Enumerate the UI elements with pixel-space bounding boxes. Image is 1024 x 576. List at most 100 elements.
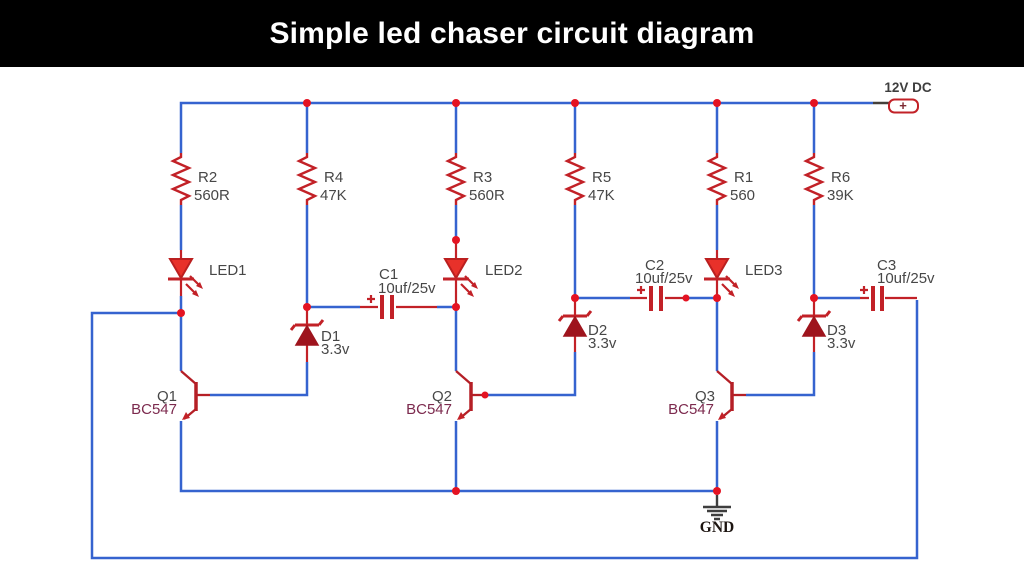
led-triangle-icon — [443, 258, 469, 280]
capacitor-plates-icon — [649, 286, 663, 311]
junction-dot — [452, 236, 460, 244]
transistor-ref: Q2 — [432, 388, 452, 405]
capacitor-ref: C2 — [645, 257, 664, 274]
ground: GND — [700, 495, 734, 536]
wire-d2-q2base — [485, 352, 577, 397]
zener-ref: D2 — [588, 322, 607, 339]
wires — [90, 101, 919, 560]
led-emission-arrows-icon — [460, 275, 478, 297]
transistor-ref: Q1 — [157, 388, 177, 405]
resistor-R5: R5 47K — [564, 153, 615, 205]
resistor-ref: R2 — [198, 169, 217, 186]
zener-D1: D1 3.3v — [289, 307, 350, 362]
led-ref: LED1 — [209, 262, 247, 279]
emitter-arrow-icon — [457, 412, 465, 420]
capacitor-value: 10uf/25v — [877, 270, 935, 287]
transistor-Q1: Q1 BC547 — [131, 370, 210, 420]
resistor-symbol — [170, 153, 192, 205]
wire-feedback-loop — [90, 300, 919, 560]
wire-d1-q1base — [210, 362, 309, 397]
junction-dot — [713, 487, 721, 495]
resistor-symbol — [296, 153, 318, 205]
led-ref: LED2 — [485, 262, 523, 279]
ground-label: GND — [700, 519, 734, 536]
junction-dot — [452, 99, 460, 107]
transistor-part: BC547 — [406, 401, 452, 418]
capacitor-plus-icon — [860, 286, 868, 294]
junction-dot — [713, 99, 721, 107]
circuit-svg: R2 560R R4 47K R3 560R R5 47K R1 560 R6 … — [0, 67, 1024, 576]
resistor-value: 560 — [730, 187, 755, 204]
resistor-symbol — [445, 153, 467, 205]
capacitor-C1: C1 10uf/25v — [360, 266, 437, 319]
zener-value: 3.3v — [321, 341, 350, 358]
junction-dot — [303, 303, 311, 311]
power-plus: + — [899, 98, 907, 113]
resistor-R3: R3 560R — [445, 153, 505, 205]
capacitor-value: 10uf/25v — [635, 270, 693, 287]
junction-dot — [810, 294, 818, 302]
collector-lead — [455, 370, 472, 385]
zener-ref: D1 — [321, 328, 340, 345]
resistor-value: 39K — [827, 187, 854, 204]
junction-dot — [452, 303, 460, 311]
resistor-value: 560R — [194, 187, 230, 204]
canvas-background — [0, 67, 1024, 576]
zener-value: 3.3v — [588, 335, 617, 352]
transistor-Q3: Q3 BC547 — [668, 370, 746, 420]
zener-D3: D3 3.3v — [796, 298, 856, 352]
led-triangle-icon — [168, 258, 194, 280]
resistor-ref: R5 — [592, 169, 611, 186]
capacitor-ref: C1 — [379, 266, 398, 283]
junction-dot — [810, 99, 818, 107]
led-triangle-icon — [704, 258, 730, 280]
capacitor-C2: C2 10uf/25v — [630, 257, 693, 311]
zener-triangle-icon — [801, 315, 827, 337]
transistor-part: BC547 — [668, 401, 714, 418]
capacitor-value: 10uf/25v — [378, 280, 436, 297]
junction-dot — [452, 487, 460, 495]
wire-top-bus — [179, 101, 873, 153]
resistor-R1: R1 560 — [706, 153, 755, 205]
ground-icon — [703, 505, 731, 521]
capacitor-C3: C3 10uf/25v — [860, 257, 935, 311]
led-LED1: LED1 — [168, 250, 247, 297]
resistor-value: 560R — [469, 187, 505, 204]
junction-dot — [177, 309, 185, 317]
led-LED3: LED3 — [704, 250, 783, 298]
capacitor-plates-icon — [380, 295, 394, 319]
resistor-ref: R6 — [831, 169, 850, 186]
transistor-ref: Q3 — [695, 388, 715, 405]
title-bar: Simple led chaser circuit diagram — [0, 0, 1024, 67]
transistor-part: BC547 — [131, 401, 177, 418]
resistor-symbol — [564, 153, 586, 205]
zener-triangle-icon — [562, 315, 588, 337]
zener-ref: D3 — [827, 322, 846, 339]
junction-dot — [481, 391, 489, 399]
wire-d3-q3base — [746, 352, 816, 397]
capacitor-plates-icon — [871, 286, 884, 311]
junction-dot — [571, 294, 579, 302]
resistor-value: 47K — [588, 187, 615, 204]
collector-lead — [180, 370, 197, 385]
wire-emitter-bus — [179, 421, 717, 493]
resistor-ref: R4 — [324, 169, 343, 186]
led-emission-arrows-icon — [721, 275, 739, 297]
emitter-arrow-icon — [182, 412, 190, 420]
resistor-ref: R1 — [734, 169, 753, 186]
resistor-R6: R6 39K — [803, 153, 854, 205]
capacitor-ref: C3 — [877, 257, 896, 274]
capacitor-plus-icon — [367, 295, 375, 303]
resistor-symbol — [803, 153, 825, 205]
collector-lead — [716, 370, 733, 385]
resistor-R2: R2 560R — [170, 153, 230, 205]
junction-dots — [177, 99, 818, 495]
led-emission-arrows-icon — [185, 275, 203, 297]
resistor-value: 47K — [320, 187, 347, 204]
power-label: 12V DC — [884, 80, 932, 95]
led-ref: LED3 — [745, 262, 783, 279]
resistor-symbol — [706, 153, 728, 205]
power-connector-icon — [888, 98, 919, 114]
zener-triangle-icon — [294, 324, 320, 346]
junction-dot — [713, 294, 721, 302]
